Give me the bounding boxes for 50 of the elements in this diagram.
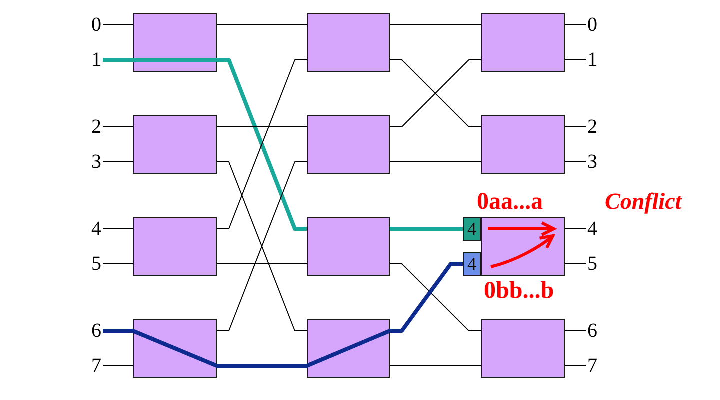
destination-tag: 4 — [463, 252, 481, 276]
wire — [564, 24, 586, 26]
switch-box — [481, 115, 565, 174]
switch-box — [307, 319, 390, 378]
port-number: 3 — [586, 150, 599, 174]
switch-box — [481, 319, 565, 378]
port-number: 0 — [586, 13, 599, 37]
wire — [390, 24, 482, 26]
wire — [564, 228, 586, 230]
wire — [390, 264, 482, 332]
port-number: 7 — [586, 354, 599, 378]
port-number: 6 — [90, 319, 103, 343]
switch-box — [307, 115, 390, 174]
wire — [102, 24, 134, 26]
wire — [102, 228, 134, 230]
port-number: 1 — [90, 48, 103, 72]
highlighted-wire — [103, 329, 133, 333]
destination-tag: 4 — [463, 217, 481, 241]
wire — [102, 126, 134, 128]
wire — [564, 126, 586, 128]
wire — [564, 330, 586, 332]
port-number: 7 — [90, 354, 103, 378]
switch-box — [133, 319, 217, 378]
port-number: 4 — [90, 217, 103, 241]
port-number: 2 — [90, 115, 103, 139]
conflict-label: Conflict — [605, 189, 682, 214]
port-number: 0 — [90, 13, 103, 37]
switch-box — [307, 13, 390, 72]
highlighted-wire — [217, 364, 307, 368]
port-number: 5 — [586, 252, 599, 276]
switch-box — [133, 115, 217, 174]
highlighted-wire — [390, 227, 463, 231]
crossing-wires — [216, 162, 308, 332]
wire — [216, 24, 308, 26]
switch-box — [307, 217, 390, 276]
crossing-wires — [390, 60, 482, 128]
address-label: 0bb...b — [484, 278, 554, 304]
port-number: 6 — [586, 319, 599, 343]
switch-box — [133, 13, 217, 72]
wire — [216, 126, 308, 128]
port-number: 3 — [90, 150, 103, 174]
port-number: 2 — [586, 115, 599, 139]
port-number: 4 — [586, 217, 599, 241]
highlighted-wire — [390, 262, 463, 333]
port-number: 1 — [586, 48, 599, 72]
address-label: 0aa...a — [477, 189, 543, 216]
highlighted-wire — [103, 58, 133, 62]
switch-box — [481, 13, 565, 72]
port-number: 5 — [90, 252, 103, 276]
switch-box — [133, 217, 217, 276]
